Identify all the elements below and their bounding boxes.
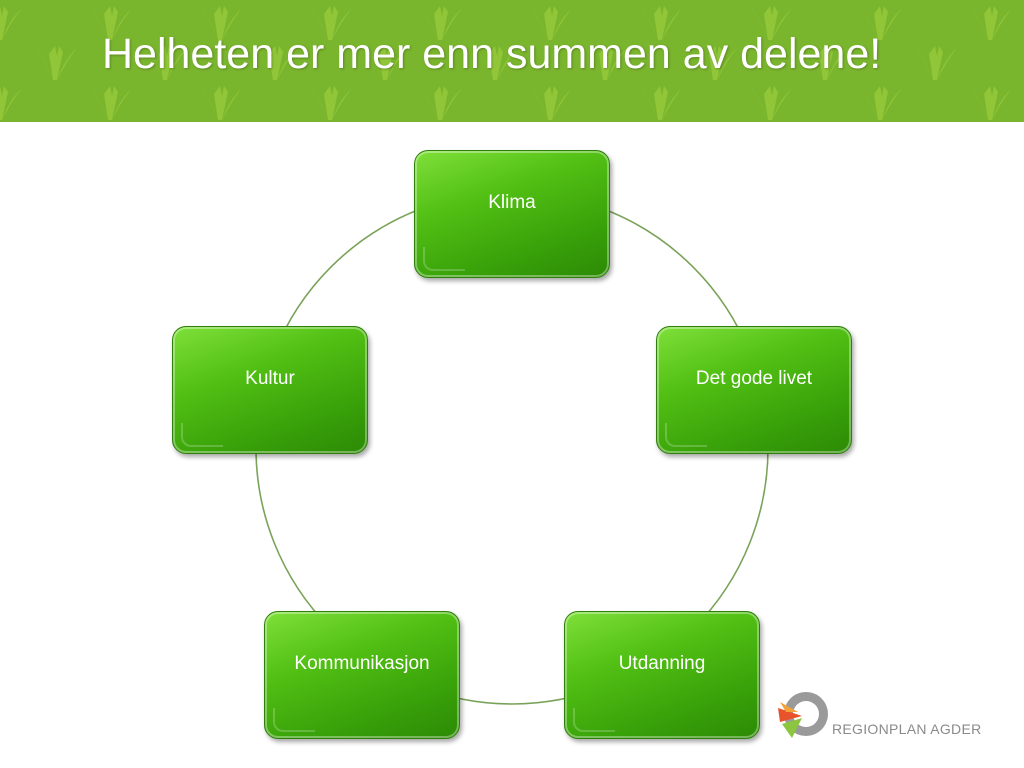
leaf-sprout-decoration bbox=[530, 6, 572, 40]
leaf-sprout-decoration bbox=[35, 46, 77, 80]
leaf-sprout-decoration bbox=[860, 86, 902, 120]
header-banner: Helheten er mer enn summen av delene! bbox=[0, 0, 1024, 122]
leaf-sprout-decoration bbox=[365, 46, 407, 80]
leaf-sprout-decoration bbox=[255, 46, 297, 80]
node-label: Klima bbox=[488, 192, 536, 213]
node-kommunikasjon: Kommunikasjon bbox=[264, 611, 460, 739]
regionplan-logo: REGIONPLAN AGDER bbox=[772, 688, 992, 748]
leaf-sprout-decoration bbox=[310, 6, 352, 40]
leaf-sprout-decoration bbox=[475, 46, 517, 80]
node-label: Kommunikasjon bbox=[294, 653, 430, 674]
leaf-sprout-decoration bbox=[0, 86, 22, 120]
leaf-sprout-decoration bbox=[420, 86, 462, 120]
leaf-sprout-decoration bbox=[200, 86, 242, 120]
leaf-sprout-decoration bbox=[750, 6, 792, 40]
node-label: Kultur bbox=[245, 368, 295, 389]
leaf-sprout-decoration bbox=[970, 86, 1012, 120]
slide-title: Helheten er mer enn summen av delene! bbox=[102, 30, 882, 78]
regionplan-logo-icon bbox=[778, 692, 828, 738]
leaf-sprout-decoration bbox=[915, 46, 957, 80]
leaf-sprout-decoration bbox=[585, 46, 627, 80]
regionplan-logo-text: REGIONPLAN AGDER bbox=[832, 721, 982, 737]
leaf-sprout-decoration bbox=[805, 46, 847, 80]
leaf-sprout-decoration bbox=[0, 6, 22, 40]
node-det-gode-livet: Det gode livet bbox=[656, 326, 852, 454]
leaf-pattern-decoration bbox=[0, 6, 1012, 120]
node-klima: Klima bbox=[414, 150, 610, 278]
leaf-sprout-decoration bbox=[640, 6, 682, 40]
leaf-sprout-decoration bbox=[310, 86, 352, 120]
leaf-sprout-decoration bbox=[860, 6, 902, 40]
node-label: Det gode livet bbox=[695, 368, 813, 389]
leaf-sprout-decoration bbox=[640, 86, 682, 120]
node-kultur: Kultur bbox=[172, 326, 368, 454]
leaf-sprout-decoration bbox=[750, 86, 792, 120]
leaf-sprout-decoration bbox=[970, 6, 1012, 40]
leaf-sprout-decoration bbox=[90, 86, 132, 120]
node-utdanning: Utdanning bbox=[564, 611, 760, 739]
leaf-sprout-decoration bbox=[200, 6, 242, 40]
leaf-sprout-decoration bbox=[420, 6, 462, 40]
leaf-sprout-decoration bbox=[90, 6, 132, 40]
leaf-sprout-decoration bbox=[530, 86, 572, 120]
node-label: Utdanning bbox=[618, 653, 706, 674]
leaf-sprout-decoration bbox=[695, 46, 737, 80]
leaf-sprout-decoration bbox=[145, 46, 187, 80]
